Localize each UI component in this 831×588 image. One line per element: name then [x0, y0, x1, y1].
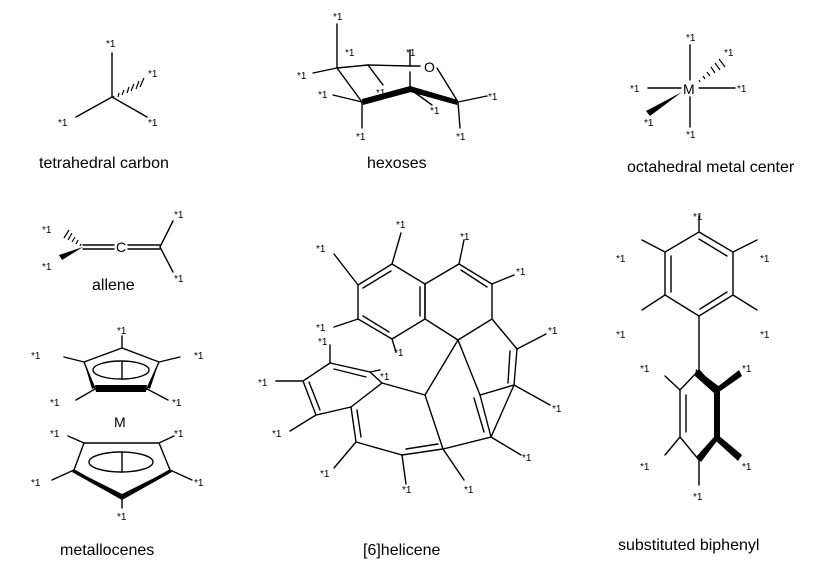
substituent-label: *1	[31, 478, 41, 489]
metallocene-structure: M *1 *1 *1 *1 *1 *1 *1 *1 *1 *1	[31, 326, 204, 523]
substituent-label: *1	[316, 323, 326, 334]
oxygen-atom: O	[424, 59, 435, 75]
substituent-label: *1	[50, 398, 60, 409]
substituent-label: *1	[693, 492, 703, 503]
substituent-label: *1	[106, 39, 116, 50]
caption-octahedral-metal-center: octahedral metal center	[627, 159, 795, 176]
substituent-label: *1	[402, 485, 412, 496]
substituent-label: *1	[376, 88, 386, 99]
hashed-wedge-bond	[63, 229, 82, 247]
substituent-label: *1	[488, 92, 498, 103]
substituent-label: *1	[50, 429, 60, 440]
substituent-label: *1	[522, 453, 532, 464]
caption-substituted-biphenyl: substituted biphenyl	[618, 537, 759, 554]
substituent-label: *1	[406, 48, 416, 59]
substituent-label: *1	[640, 364, 650, 375]
substituent-label: *1	[693, 212, 703, 223]
substituent-label: *1	[58, 118, 68, 129]
substituent-label: *1	[117, 326, 127, 337]
substituent-label: *1	[724, 48, 734, 59]
substituent-label: *1	[148, 118, 158, 129]
substituent-label: *1	[318, 90, 328, 101]
substituent-label: *1	[616, 330, 626, 341]
metal-atom: M	[683, 81, 695, 97]
substituent-label: *1	[464, 485, 474, 496]
substituent-label: *1	[297, 71, 307, 82]
substituent-label: *1	[640, 462, 650, 473]
substituent-label: *1	[318, 337, 328, 348]
substituent-label: *1	[172, 398, 182, 409]
caption-hexoses: hexoses	[367, 155, 427, 172]
substituent-label: *1	[686, 33, 696, 44]
substituent-label: *1	[174, 210, 184, 221]
substituent-label: *1	[737, 84, 747, 95]
substituent-label: *1	[174, 429, 184, 440]
substituent-label: *1	[42, 262, 52, 273]
hexose-chair-structure: O *1 *1 *1 *1 *1 *1 *1 *1 *1 *1	[297, 12, 498, 143]
substituent-label: *1	[320, 469, 330, 480]
hashed-wedge-bond	[112, 77, 145, 99]
substituent-label: *1	[742, 462, 752, 473]
metal-atom: M	[114, 414, 126, 430]
caption-tetrahedral-carbon: tetrahedral carbon	[39, 155, 169, 172]
substituent-label: *1	[630, 84, 640, 95]
caption-helicene: [6]helicene	[363, 542, 440, 559]
substituent-label: *1	[356, 132, 366, 143]
substituent-label: *1	[760, 330, 770, 341]
hashed-wedge-bond	[698, 58, 726, 83]
substituent-label: *1	[272, 429, 282, 440]
substituent-label: *1	[460, 232, 470, 243]
substituent-label: *1	[380, 372, 390, 383]
substituent-label: *1	[456, 132, 466, 143]
substituent-label: *1	[394, 348, 404, 359]
substituent-label: *1	[552, 404, 562, 415]
caption-allene: allene	[92, 277, 135, 294]
substituent-label: *1	[174, 274, 184, 285]
substituent-label: *1	[686, 130, 696, 141]
substituent-label: *1	[644, 118, 654, 129]
substituent-label: *1	[396, 220, 406, 231]
caption-metallocenes: metallocenes	[60, 542, 154, 559]
substituent-label: *1	[42, 225, 52, 236]
allene-structure: C *1 *1 *1 *1	[42, 210, 184, 285]
substituent-label: *1	[194, 351, 204, 362]
substituent-label: *1	[258, 378, 268, 389]
substituent-label: *1	[194, 478, 204, 489]
tetrahedral-carbon-structure: *1 *1 *1 *1	[58, 39, 158, 129]
substituent-label: *1	[760, 254, 770, 265]
substituent-label: *1	[31, 351, 41, 362]
substituent-label: *1	[742, 364, 752, 375]
substituent-label: *1	[548, 326, 558, 337]
substituent-label: *1	[148, 69, 158, 80]
substituent-label: *1	[616, 254, 626, 265]
substituent-label: *1	[430, 106, 440, 117]
octahedral-metal-structure: M *1 *1 *1 *1 *1 *1	[630, 33, 747, 141]
biphenyl-structure: *1 *1 *1 *1 *1 *1 *1 *1 *1 *1	[616, 212, 770, 503]
helicene-structure: *1 *1 *1 *1 *1 *1 *1 *1 *1 *1 *1 *1 *1 *…	[258, 220, 562, 496]
substituent-label: *1	[117, 512, 127, 523]
substituent-label: *1	[516, 267, 526, 278]
substituent-label: *1	[316, 244, 326, 255]
substituent-label: *1	[345, 48, 355, 59]
substituent-label: *1	[333, 12, 343, 23]
allene-central-carbon: C	[116, 239, 126, 255]
